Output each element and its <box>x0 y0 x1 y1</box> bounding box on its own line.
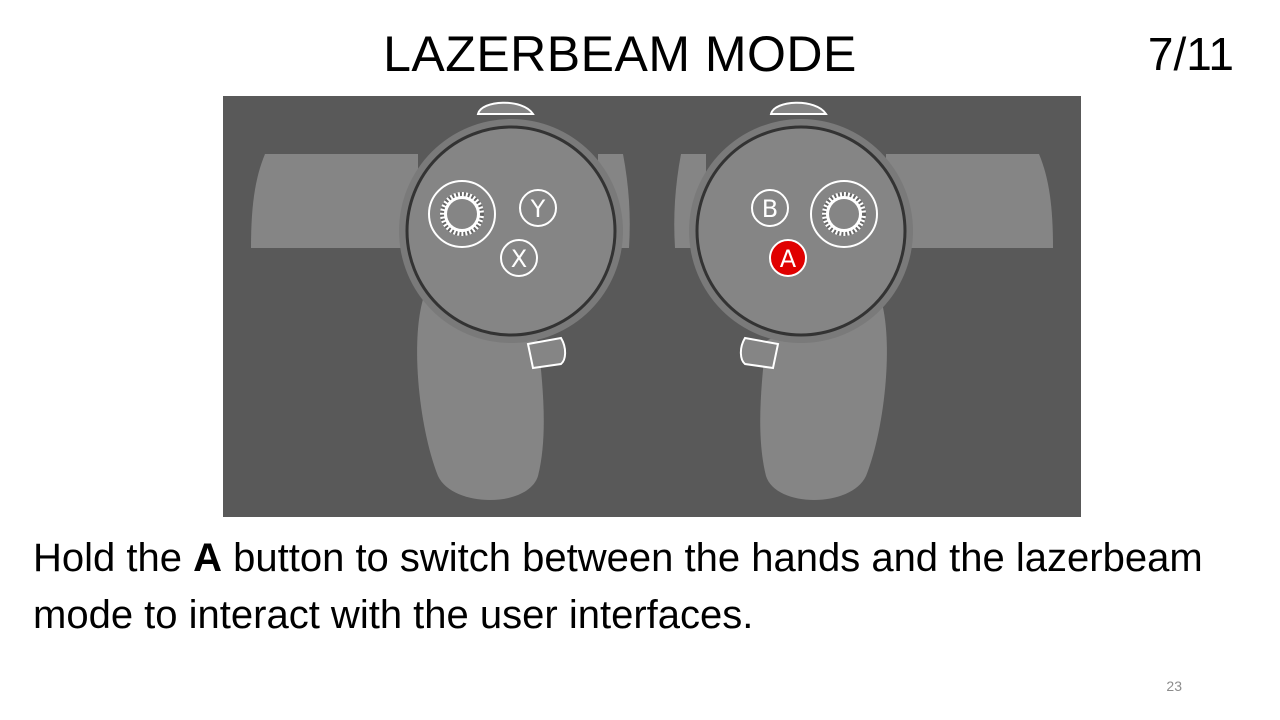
a-button-label: A <box>780 245 797 273</box>
left-grip-trigger <box>526 336 567 370</box>
caption-before: Hold the <box>33 536 194 580</box>
caption-bold-button: A <box>193 536 222 580</box>
page-number: 23 <box>1166 678 1182 694</box>
right-controller-face <box>695 125 907 337</box>
a-button-highlighted <box>769 239 807 277</box>
x-button <box>500 239 538 277</box>
x-button-label: X <box>511 245 527 273</box>
right-controller-bumper <box>769 101 828 115</box>
right-grip-trigger <box>739 336 780 370</box>
right-controller: B A <box>674 101 1053 500</box>
left-controller-bumper <box>476 101 535 115</box>
instruction-text: Hold the A button to switch between the … <box>33 530 1253 644</box>
b-button <box>751 189 789 227</box>
left-controller: Y X <box>251 101 630 500</box>
y-button <box>519 189 557 227</box>
touch-controllers-illustration: Y X B A <box>251 101 1053 500</box>
caption-after: button to switch between the hands and t… <box>33 536 1203 637</box>
y-button-label: Y <box>530 195 546 223</box>
left-controller-ring-left <box>251 154 418 248</box>
left-controller-face <box>405 125 617 337</box>
step-counter: 7/11 <box>1147 28 1234 80</box>
slide-title: LAZERBEAM MODE <box>383 26 857 82</box>
b-button-label: B <box>762 195 778 223</box>
right-controller-ring-right <box>886 154 1053 248</box>
controllers-figure: Y X B A <box>223 96 1081 517</box>
